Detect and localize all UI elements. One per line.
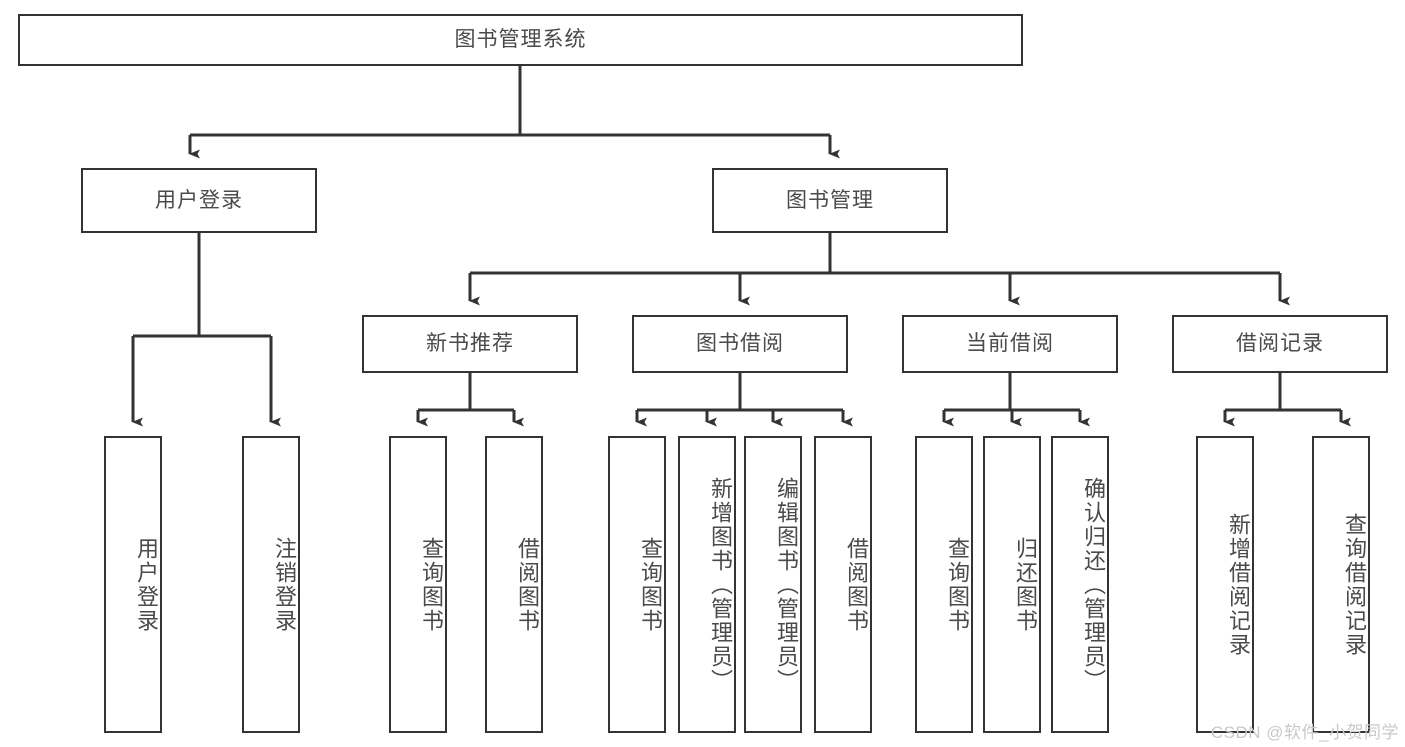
leaf-return-book[interactable]: 归还图书 — [983, 436, 1041, 733]
node-book-borrow-label: 图书借阅 — [696, 332, 784, 356]
leaf-query-book-newbook[interactable]: 查询图书 — [389, 436, 447, 733]
leaf-query-book-newbook-label: 查询图书 — [419, 536, 444, 633]
node-current-borrow-label: 当前借阅 — [966, 332, 1054, 356]
leaf-edit-book-admin-label: 编辑图书（管理员） — [774, 476, 799, 693]
node-new-book-recommend-label: 新书推荐 — [426, 332, 514, 356]
leaf-add-book-admin[interactable]: 新增图书（管理员） — [678, 436, 736, 733]
leaf-confirm-return-admin[interactable]: 确认归还（管理员） — [1051, 436, 1109, 733]
leaf-logout[interactable]: 注销登录 — [242, 436, 300, 733]
node-borrow-record-label: 借阅记录 — [1236, 332, 1324, 356]
leaf-borrow-book-newbook[interactable]: 借阅图书 — [485, 436, 543, 733]
leaf-query-book-current-label: 查询图书 — [945, 536, 970, 633]
node-user-login-label: 用户登录 — [155, 188, 243, 212]
leaf-query-book-borrow-label: 查询图书 — [638, 536, 663, 633]
leaf-user-login-label: 用户登录 — [134, 536, 159, 633]
node-borrow-record[interactable]: 借阅记录 — [1172, 315, 1388, 373]
node-current-borrow[interactable]: 当前借阅 — [902, 315, 1118, 373]
node-root-label: 图书管理系统 — [454, 28, 587, 52]
node-new-book-recommend[interactable]: 新书推荐 — [362, 315, 578, 373]
leaf-query-borrow-record-label: 查询借阅记录 — [1342, 512, 1367, 657]
leaf-edit-book-admin[interactable]: 编辑图书（管理员） — [744, 436, 802, 733]
node-user-login[interactable]: 用户登录 — [81, 168, 317, 233]
leaf-query-book-borrow[interactable]: 查询图书 — [608, 436, 666, 733]
leaf-add-borrow-record[interactable]: 新增借阅记录 — [1196, 436, 1254, 733]
leaf-borrow-book-newbook-label: 借阅图书 — [515, 536, 540, 633]
leaf-user-login[interactable]: 用户登录 — [104, 436, 162, 733]
leaf-borrow-book-label: 借阅图书 — [844, 536, 869, 633]
node-book-borrow[interactable]: 图书借阅 — [632, 315, 848, 373]
leaf-add-book-admin-label: 新增图书（管理员） — [708, 476, 733, 693]
node-root[interactable]: 图书管理系统 — [18, 14, 1023, 66]
node-book-management[interactable]: 图书管理 — [712, 168, 948, 233]
leaf-logout-label: 注销登录 — [272, 536, 297, 633]
leaf-return-book-label: 归还图书 — [1013, 536, 1038, 633]
leaf-query-borrow-record[interactable]: 查询借阅记录 — [1312, 436, 1370, 733]
node-book-management-label: 图书管理 — [786, 188, 874, 212]
leaf-borrow-book[interactable]: 借阅图书 — [814, 436, 872, 733]
leaf-query-book-current[interactable]: 查询图书 — [915, 436, 973, 733]
leaf-add-borrow-record-label: 新增借阅记录 — [1226, 512, 1251, 657]
leaf-confirm-return-admin-label: 确认归还（管理员） — [1081, 476, 1106, 693]
